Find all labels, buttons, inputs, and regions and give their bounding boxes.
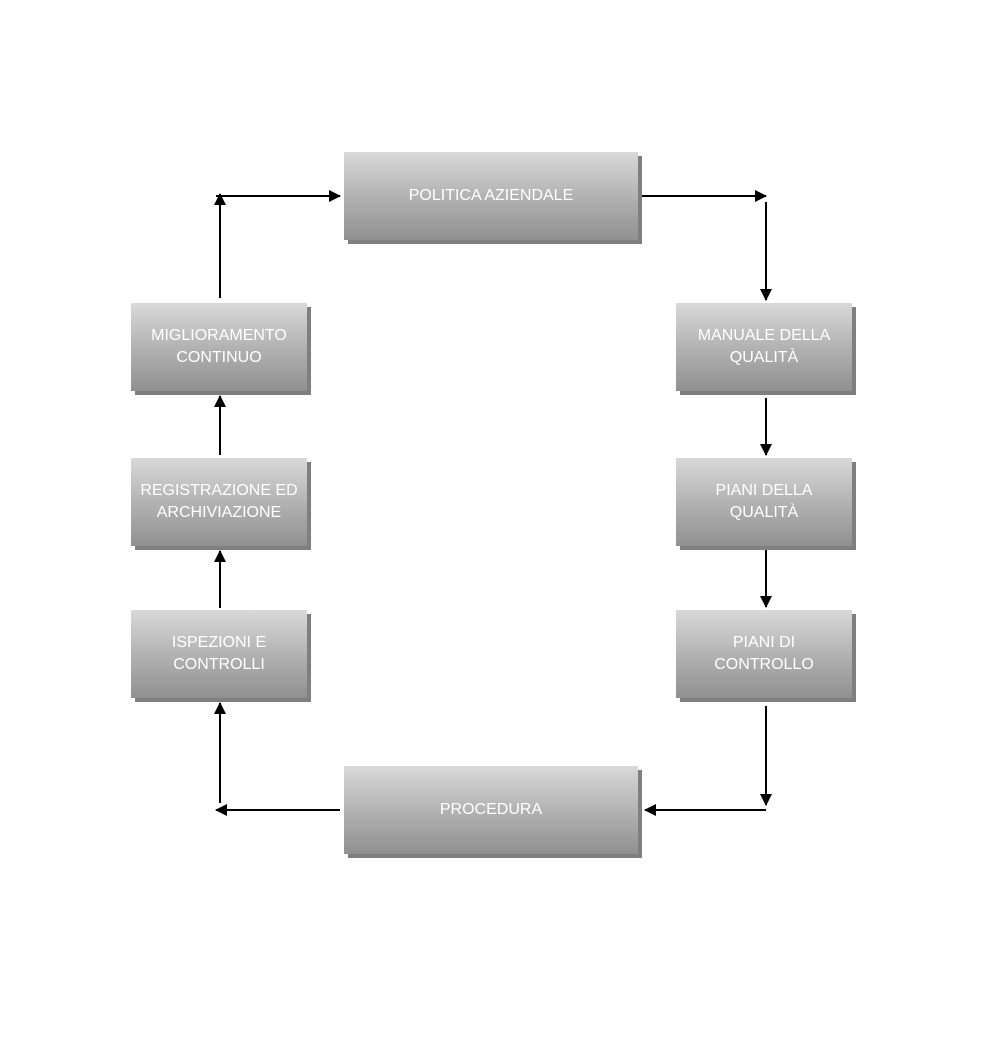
node-piani-della-qualita: PIANI DELLA QUALITÀ	[676, 458, 852, 546]
node-manuale-della-qualita: MANUALE DELLA QUALITÀ	[676, 303, 852, 391]
node-ispezioni-e-controlli: ISPEZIONI E CONTROLLI	[131, 610, 307, 698]
node-politica-aziendale: POLITICA AZIENDALE	[344, 152, 638, 240]
node-piani-di-controllo: PIANI DI CONTROLLO	[676, 610, 852, 698]
node-procedura: PROCEDURA	[344, 766, 638, 854]
node-miglioramento-continuo: MIGLIORAMENTO CONTINUO	[131, 303, 307, 391]
node-registrazione-ed-archiviazione: REGISTRAZIONE ED ARCHIVIAZIONE	[131, 458, 307, 546]
